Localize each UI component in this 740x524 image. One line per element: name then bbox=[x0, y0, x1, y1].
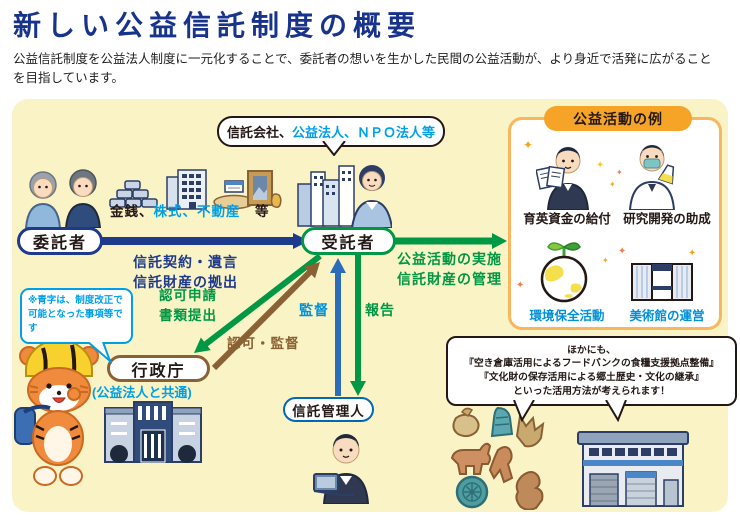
page-title: 新しい公益信託制度の概要 bbox=[13, 10, 422, 41]
assets-caption: 金銭、株式、不動産 等 bbox=[110, 202, 270, 222]
sparkle-icon: ✦ bbox=[523, 138, 534, 152]
assets-caption-black1: 金銭、 bbox=[110, 204, 154, 219]
more-line1: ほかにも、 bbox=[567, 344, 616, 356]
trustee-types-highlight: 公益法人、ＮＰＯ法人等 bbox=[292, 125, 436, 140]
arrow-trustee-to-authority bbox=[194, 253, 322, 353]
blue-text-note-bubble: ※青字は、制度改正で可能となった事項等です bbox=[20, 288, 133, 344]
sparkle-icon: ✦ bbox=[618, 246, 627, 257]
note-bubble-tail bbox=[87, 342, 113, 364]
arrow-trustee-to-activities bbox=[394, 233, 507, 249]
contract-line2: 信託財産の拠出 bbox=[133, 274, 238, 291]
warehouse-illustration bbox=[577, 431, 689, 507]
artwork-icon bbox=[247, 170, 282, 209]
tiger-mascot bbox=[14, 335, 108, 486]
cultural-artifacts-illustration bbox=[450, 406, 545, 510]
more-line3: 『文化財の保存活用による郷土歴史・文化の継承』 bbox=[478, 372, 705, 383]
trustee-node: 受託者 bbox=[301, 227, 396, 255]
page-subtitle: 公益信託制度を公益法人制度に一元化することで、委託者の想いを生かした民間の公益活… bbox=[13, 52, 712, 86]
trustee-bubble-tail bbox=[322, 141, 346, 156]
activity-line1: 公益活動の実施 bbox=[397, 251, 502, 267]
apply-label: 認可申請 書類提出 bbox=[159, 286, 217, 325]
assets-caption-black2: 等 bbox=[240, 204, 270, 219]
report-label: 報告 bbox=[365, 302, 395, 318]
trust-manager-node: 信託管理人 bbox=[283, 397, 374, 422]
government-building-illustration bbox=[104, 401, 202, 463]
authority-node: 行政庁 bbox=[107, 355, 210, 382]
money-icon bbox=[109, 180, 158, 208]
scholarship-person-icon bbox=[536, 147, 590, 210]
authority-note: (公益法人と共通) bbox=[92, 385, 192, 400]
elderly-couple-illustration bbox=[24, 169, 102, 228]
sparkle-icon: ✦ bbox=[516, 280, 525, 291]
sparkle-icon: ✦ bbox=[596, 160, 605, 171]
example-label-museum: 美術館の運営 bbox=[629, 309, 705, 323]
trust-manager-person bbox=[313, 434, 370, 504]
approve-supervise-label: 認可・監督 bbox=[227, 336, 300, 351]
arrow-authority-to-trustee bbox=[211, 262, 320, 371]
trustee-types-prefix: 信託会社、 bbox=[226, 125, 292, 140]
assets-caption-blue: 株式、不動産 bbox=[153, 204, 241, 219]
example-label-environment: 環境保全活動 bbox=[529, 309, 605, 323]
arrow-settlor-to-trustee bbox=[98, 233, 309, 249]
example-label-research: 研究開発の助成 bbox=[623, 212, 711, 226]
earth-sprout-icon bbox=[540, 242, 588, 303]
more-bubble-tail-left bbox=[513, 400, 535, 422]
contract-line1: 信託契約・遺言 bbox=[133, 254, 238, 270]
arrow-trustee-to-manager-report bbox=[350, 254, 366, 396]
more-bubble-tail-right bbox=[605, 400, 627, 422]
sparkle-icon: ✦ bbox=[688, 248, 697, 259]
more-line2: 『空き倉庫活用によるフードバンクの食糧支援拠点整備』 bbox=[464, 358, 719, 370]
example-label-scholarship: 育英資金の給付 bbox=[523, 212, 611, 226]
supervise-label: 監督 bbox=[299, 302, 329, 318]
museum-icon bbox=[631, 263, 693, 301]
land-icon bbox=[213, 180, 255, 209]
activity-line2: 信託財産の管理 bbox=[397, 271, 502, 288]
apply-line1: 認可申請 bbox=[159, 288, 217, 303]
trustee-company-illustration bbox=[297, 165, 392, 228]
sparkle-icon: ✦ bbox=[609, 180, 616, 189]
researcher-icon bbox=[628, 145, 676, 210]
apply-line2: 書類提出 bbox=[159, 307, 217, 323]
sparkle-icon: ✦ bbox=[616, 168, 623, 177]
more-line4: といった活用方法が考えられます！ bbox=[513, 385, 670, 397]
arrow-manager-to-trustee-supervise bbox=[330, 258, 346, 396]
sparkle-icon: ✦ bbox=[602, 256, 609, 265]
contract-label: 信託契約・遺言 信託財産の拠出 bbox=[133, 252, 238, 293]
activity-label: 公益活動の実施 信託財産の管理 bbox=[397, 249, 502, 290]
public-activities-title: 公益活動の例 bbox=[544, 106, 692, 131]
more-examples-bubble: ほかにも、 『空き倉庫活用によるフードバンクの食糧支援拠点整備』 『文化財の保存… bbox=[446, 336, 737, 406]
settlor-node: 委託者 bbox=[17, 227, 103, 255]
stock-building-icon bbox=[166, 169, 207, 210]
